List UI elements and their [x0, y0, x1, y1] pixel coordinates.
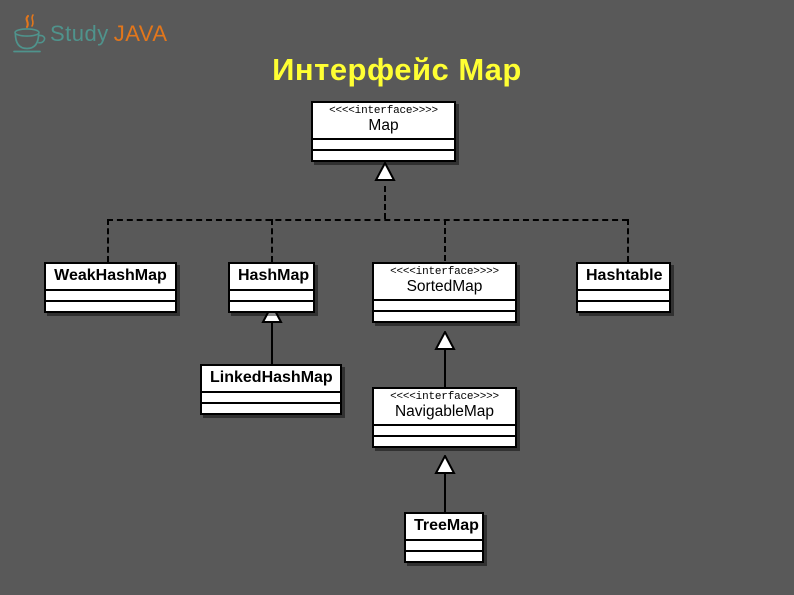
logo-text-java: JAVA — [113, 21, 168, 46]
page-title: Интерфейс Map — [272, 52, 522, 87]
uml-operations-compartment — [374, 312, 515, 321]
uml-node-hashtable-header: Hashtable — [578, 264, 669, 291]
uml-node-sortedmap-name: SortedMap — [406, 278, 483, 296]
uml-node-hashtable[interactable]: Hashtable — [576, 262, 671, 313]
uml-node-weakhashmap[interactable]: WeakHashMap — [44, 262, 177, 313]
edge-drop-hashmap — [271, 219, 273, 262]
uml-node-weakhashmap-name: WeakHashMap — [54, 267, 167, 284]
uml-node-linkedhashmap[interactable]: LinkedHashMap — [200, 364, 342, 415]
java-coffee-cup-icon — [13, 14, 46, 53]
stereotype-label: <<<<interface>>>> — [329, 105, 438, 117]
uml-node-treemap[interactable]: TreeMap — [404, 512, 484, 563]
uml-operations-compartment — [374, 437, 515, 446]
edge-line-linkedhashmap-hashmap — [271, 322, 273, 364]
edge-bus-horizontal — [107, 219, 628, 221]
uml-node-weakhashmap-header: WeakHashMap — [46, 264, 175, 291]
uml-node-navigablemap-header: <<<<interface>>>> NavigableMap — [374, 389, 515, 426]
uml-node-hashmap[interactable]: HashMap — [228, 262, 315, 313]
uml-operations-compartment — [406, 552, 482, 561]
uml-attributes-compartment — [202, 393, 340, 404]
arrowhead-generalization-navigablemap — [434, 455, 456, 474]
uml-node-treemap-name: TreeMap — [414, 517, 479, 534]
uml-node-hashtable-name: Hashtable — [586, 267, 663, 284]
uml-node-treemap-header: TreeMap — [406, 514, 482, 541]
edge-drop-hashtable — [627, 219, 629, 262]
arrowhead-generalization-sortedmap — [434, 331, 456, 350]
logo-text-study: Study — [50, 21, 109, 46]
uml-attributes-compartment — [230, 291, 313, 302]
uml-operations-compartment — [230, 302, 313, 311]
stereotype-label: <<<<interface>>>> — [390, 266, 499, 278]
edge-line-treemap-navigablemap — [444, 474, 446, 512]
uml-node-hashmap-name: HashMap — [238, 267, 310, 284]
uml-operations-compartment — [202, 404, 340, 413]
uml-node-sortedmap[interactable]: <<<<interface>>>> SortedMap — [372, 262, 517, 323]
uml-operations-compartment — [578, 302, 669, 311]
uml-attributes-compartment — [46, 291, 175, 302]
uml-node-navigablemap[interactable]: <<<<interface>>>> NavigableMap — [372, 387, 517, 448]
edge-drop-sortedmap — [444, 219, 446, 261]
arrowhead-realization-map — [374, 162, 396, 181]
arrowhead-generalization-hashmap — [261, 304, 283, 323]
uml-attributes-compartment — [313, 140, 454, 151]
uml-node-linkedhashmap-name: LinkedHashMap — [210, 369, 333, 386]
uml-operations-compartment — [313, 151, 454, 160]
uml-node-sortedmap-header: <<<<interface>>>> SortedMap — [374, 264, 515, 301]
uml-node-map-header: <<<<interface>>>> Map — [313, 103, 454, 140]
uml-node-hashmap-header: HashMap — [230, 264, 313, 291]
uml-attributes-compartment — [374, 301, 515, 312]
uml-node-map[interactable]: <<<<interface>>>> Map — [311, 101, 456, 162]
uml-node-navigablemap-name: NavigableMap — [394, 403, 495, 421]
edge-drop-weakhashmap — [107, 219, 109, 262]
edge-line-navigablemap-sortedmap — [444, 350, 446, 387]
uml-node-linkedhashmap-header: LinkedHashMap — [202, 366, 340, 393]
stereotype-label: <<<<interface>>>> — [390, 391, 499, 403]
uml-attributes-compartment — [374, 426, 515, 437]
uml-operations-compartment — [46, 302, 175, 311]
uml-node-map-name: Map — [368, 117, 399, 135]
edge-map-riser — [384, 186, 386, 219]
uml-attributes-compartment — [578, 291, 669, 302]
uml-attributes-compartment — [406, 541, 482, 552]
